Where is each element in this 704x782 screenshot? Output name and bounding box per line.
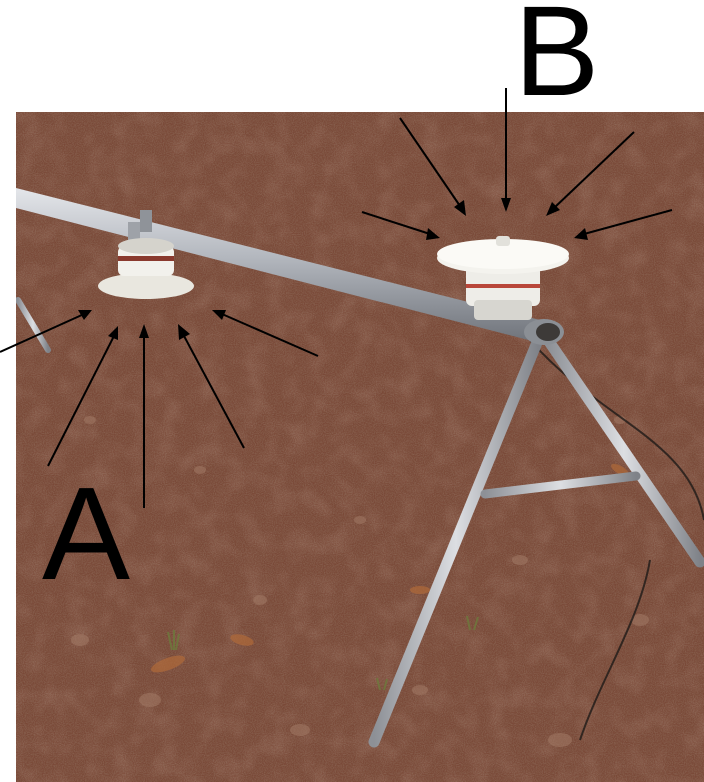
tripod [16, 297, 704, 748]
soil-field [16, 112, 704, 782]
sensor-b [437, 236, 569, 320]
arrows [0, 88, 673, 508]
label-b: B [514, 0, 600, 123]
arrows-to-sensor-b [361, 88, 673, 240]
arrows-to-sensor-a [0, 310, 319, 508]
label-a: A [42, 460, 131, 607]
weeds [167, 615, 479, 691]
sensor-a [98, 210, 194, 299]
sensor-cable [529, 339, 704, 741]
soil-clods [71, 416, 649, 747]
